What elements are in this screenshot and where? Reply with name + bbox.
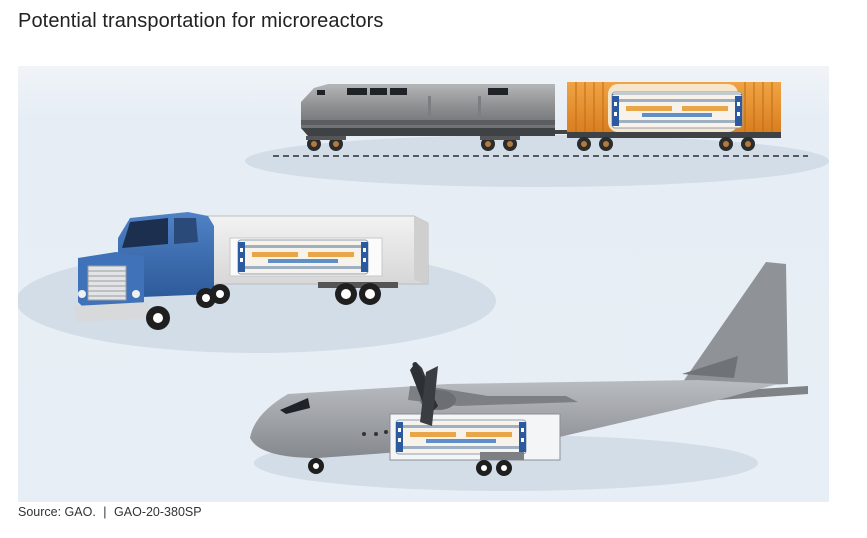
aircraft-tail [678,262,788,389]
source-label: Source: GAO. [18,505,96,519]
source-separator: | [103,505,107,519]
boxcar [567,82,781,151]
coupler [555,130,567,134]
page-title: Potential transportation for microreacto… [18,10,384,32]
truck-cab [74,212,230,330]
trailer [203,215,429,305]
report-id: GAO-20-380SP [114,505,202,519]
truck-group [18,212,496,353]
train-ground-shadow [245,135,829,187]
aircraft-group [250,262,808,491]
transportation-illustration [18,66,829,502]
source-line: Source: GAO. | GAO-20-380SP [18,505,202,519]
boxcar-reactor [611,93,743,129]
aircraft-reactor [395,419,527,455]
locomotive [301,84,555,151]
truck-reactor [237,239,369,275]
train-group [245,82,829,187]
